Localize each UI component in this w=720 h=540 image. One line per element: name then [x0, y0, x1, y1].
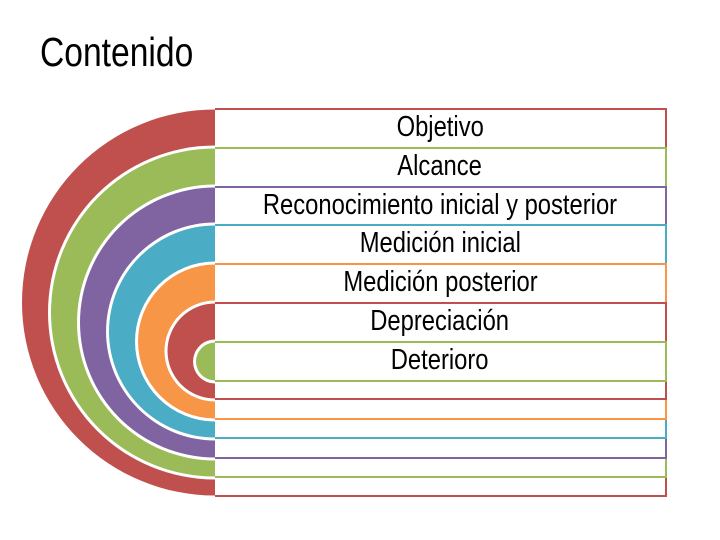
- list-item-medicion-posterior: Medición posterior: [215, 263, 667, 304]
- return-bar-depreciacion: [215, 380, 667, 400]
- list-item-objetivo: Objetivo: [215, 108, 667, 149]
- list-item-deterioro: Deterioro: [215, 341, 667, 382]
- list-item-label: Medición posterior: [342, 266, 538, 298]
- list-item-label: Deterioro: [391, 344, 489, 376]
- list-item-reconocimiento: Reconocimiento inicial y posterior: [215, 186, 667, 226]
- list-item-medicion-inicial: Medición inicial: [215, 224, 667, 265]
- arc-alcance: [50, 148, 215, 477]
- list-item-alcance: Alcance: [215, 147, 667, 188]
- list-item-label: Alcance: [397, 150, 483, 182]
- return-bar-medicion-posterior: [215, 398, 667, 420]
- list-item-depreciacion: Depreciación: [215, 302, 667, 343]
- arc-objetivo: [21, 109, 216, 496]
- arc-deterioro: [196, 342, 215, 381]
- slide-title: Contenido: [40, 29, 194, 75]
- arc-reconocimiento: [80, 187, 215, 458]
- return-bar-reconocimiento: [215, 437, 667, 459]
- arc-depreciacion: [167, 303, 215, 399]
- return-bar-objetivo: [215, 476, 667, 497]
- list-item-label: Reconocimiento inicial y posterior: [262, 188, 618, 221]
- list-item-label: Depreciación: [370, 305, 510, 337]
- arc-medicion-inicial: [109, 225, 215, 438]
- return-bar-alcance: [215, 457, 667, 478]
- list-item-label: Medición inicial: [359, 227, 521, 259]
- list-item-label: Objetivo: [396, 111, 484, 143]
- arc-medicion-posterior: [138, 264, 215, 419]
- return-bar-medicion-inicial: [215, 418, 667, 439]
